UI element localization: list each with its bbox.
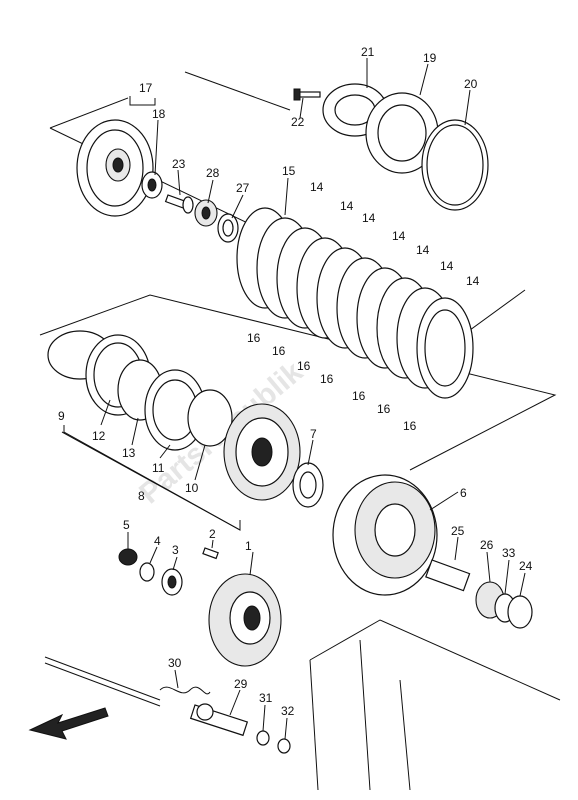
callout-labels: 1 2 3 4 5 6 7 8 9 10 11 12 13 14 14 14 1… bbox=[58, 45, 533, 718]
callout-24: 24 bbox=[519, 559, 533, 573]
circlip-32 bbox=[277, 738, 291, 754]
lock-washer bbox=[139, 562, 155, 582]
callout-4: 4 bbox=[154, 534, 161, 548]
callout-16-g: 16 bbox=[403, 419, 417, 433]
push-rod bbox=[44, 656, 161, 707]
washer bbox=[217, 213, 239, 243]
leader-lines bbox=[63, 58, 526, 740]
release-lever bbox=[189, 703, 249, 737]
callout-14-b: 14 bbox=[340, 199, 354, 213]
callout-31: 31 bbox=[259, 691, 273, 705]
callout-20: 20 bbox=[464, 77, 478, 91]
spacer-pin bbox=[164, 194, 194, 214]
callout-29: 29 bbox=[234, 677, 248, 691]
friction-plate-stack bbox=[236, 207, 474, 399]
callout-32: 32 bbox=[281, 704, 295, 718]
callout-25: 25 bbox=[451, 524, 465, 538]
callout-16-c: 16 bbox=[297, 359, 311, 373]
callout-14-d: 14 bbox=[392, 229, 406, 243]
thrust-washer bbox=[292, 462, 324, 508]
collar bbox=[161, 568, 183, 596]
callout-15: 15 bbox=[282, 164, 296, 178]
callout-12: 12 bbox=[92, 429, 106, 443]
callout-5: 5 bbox=[123, 518, 130, 532]
bearing bbox=[141, 171, 163, 199]
callout-14-e: 14 bbox=[416, 243, 430, 257]
callout-14-a: 14 bbox=[310, 180, 324, 194]
seal-ring bbox=[421, 119, 489, 211]
callout-8: 8 bbox=[138, 489, 145, 503]
primary-drive-gear bbox=[208, 573, 282, 667]
callout-3: 3 bbox=[172, 543, 179, 557]
return-spring bbox=[159, 686, 211, 695]
spacer-ring bbox=[507, 595, 533, 629]
nut bbox=[118, 548, 138, 566]
callout-16-a: 16 bbox=[247, 331, 261, 345]
callout-19: 19 bbox=[423, 51, 437, 65]
crankcase-outline bbox=[309, 619, 561, 791]
clutch-boss bbox=[223, 403, 301, 501]
callout-28: 28 bbox=[206, 166, 220, 180]
clutch-housing bbox=[332, 474, 438, 596]
callout-16-d: 16 bbox=[320, 372, 334, 386]
callout-33: 33 bbox=[502, 546, 516, 560]
callout-1: 1 bbox=[245, 539, 252, 553]
sleeve bbox=[425, 559, 471, 592]
callout-11: 11 bbox=[152, 461, 165, 475]
callout-27: 27 bbox=[236, 181, 250, 195]
callout-22: 22 bbox=[291, 115, 305, 129]
callout-7: 7 bbox=[310, 427, 317, 441]
direction-arrow-icon bbox=[28, 707, 109, 740]
callout-21: 21 bbox=[361, 45, 375, 59]
callout-13: 13 bbox=[122, 446, 136, 460]
callout-17: 17 bbox=[139, 81, 153, 95]
lock-nut bbox=[194, 199, 218, 227]
frame-upper-top bbox=[184, 71, 291, 111]
circlip bbox=[187, 389, 233, 447]
callout-9: 9 bbox=[58, 409, 65, 423]
bolt bbox=[293, 88, 321, 101]
washer-31 bbox=[256, 730, 270, 746]
callout-6: 6 bbox=[460, 486, 467, 500]
callout-16-b: 16 bbox=[272, 344, 286, 358]
callout-30: 30 bbox=[168, 656, 182, 670]
callout-10: 10 bbox=[185, 481, 199, 495]
primary-driven-disc bbox=[76, 119, 154, 217]
pressure-plate bbox=[365, 92, 439, 174]
callout-16-f: 16 bbox=[377, 402, 391, 416]
frame-upper-left bbox=[49, 97, 129, 129]
callout-18: 18 bbox=[152, 107, 166, 121]
callout-14-c: 14 bbox=[362, 211, 376, 225]
callout-14-g: 14 bbox=[466, 274, 480, 288]
callout-26: 26 bbox=[480, 538, 494, 552]
callout-2: 2 bbox=[209, 527, 216, 541]
woodruff-key bbox=[202, 547, 219, 560]
callout-16-e: 16 bbox=[352, 389, 366, 403]
callout-14-f: 14 bbox=[440, 259, 454, 273]
callout-23: 23 bbox=[172, 157, 186, 171]
